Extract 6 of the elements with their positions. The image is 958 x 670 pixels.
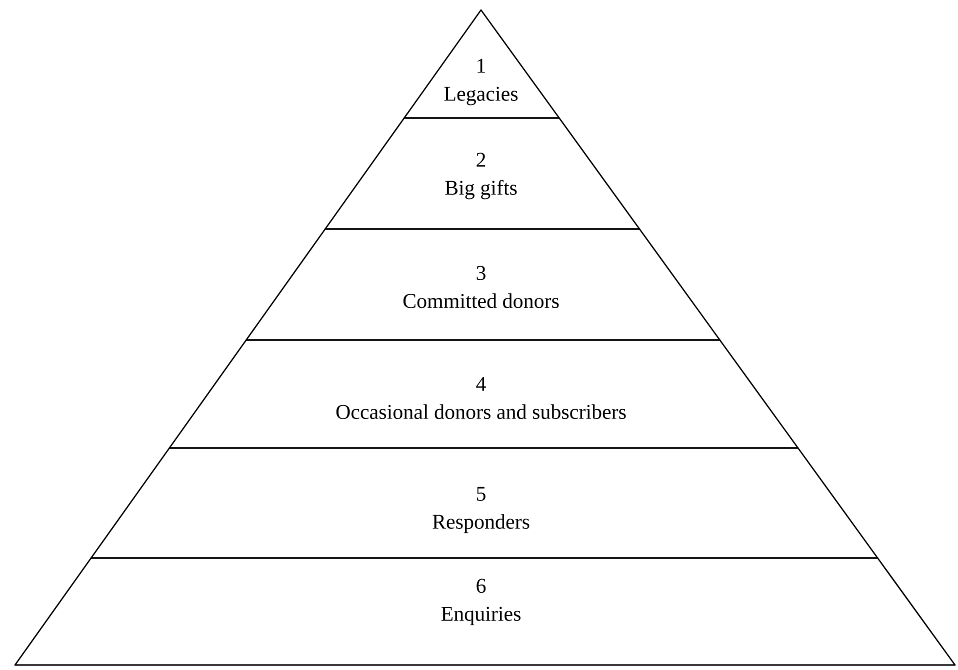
pyramid-tier: 5 Responders [90,447,878,559]
pyramid-tier: 4 Occasional donors and subscribers [168,339,799,449]
pyramid-tier: 1 Legacies [404,9,560,119]
pyramid-tier: 2 Big gifts [324,117,640,230]
pyramid-tier: 6 Enquiries [14,557,956,666]
pyramid-tier: 3 Committed donors [246,228,720,341]
